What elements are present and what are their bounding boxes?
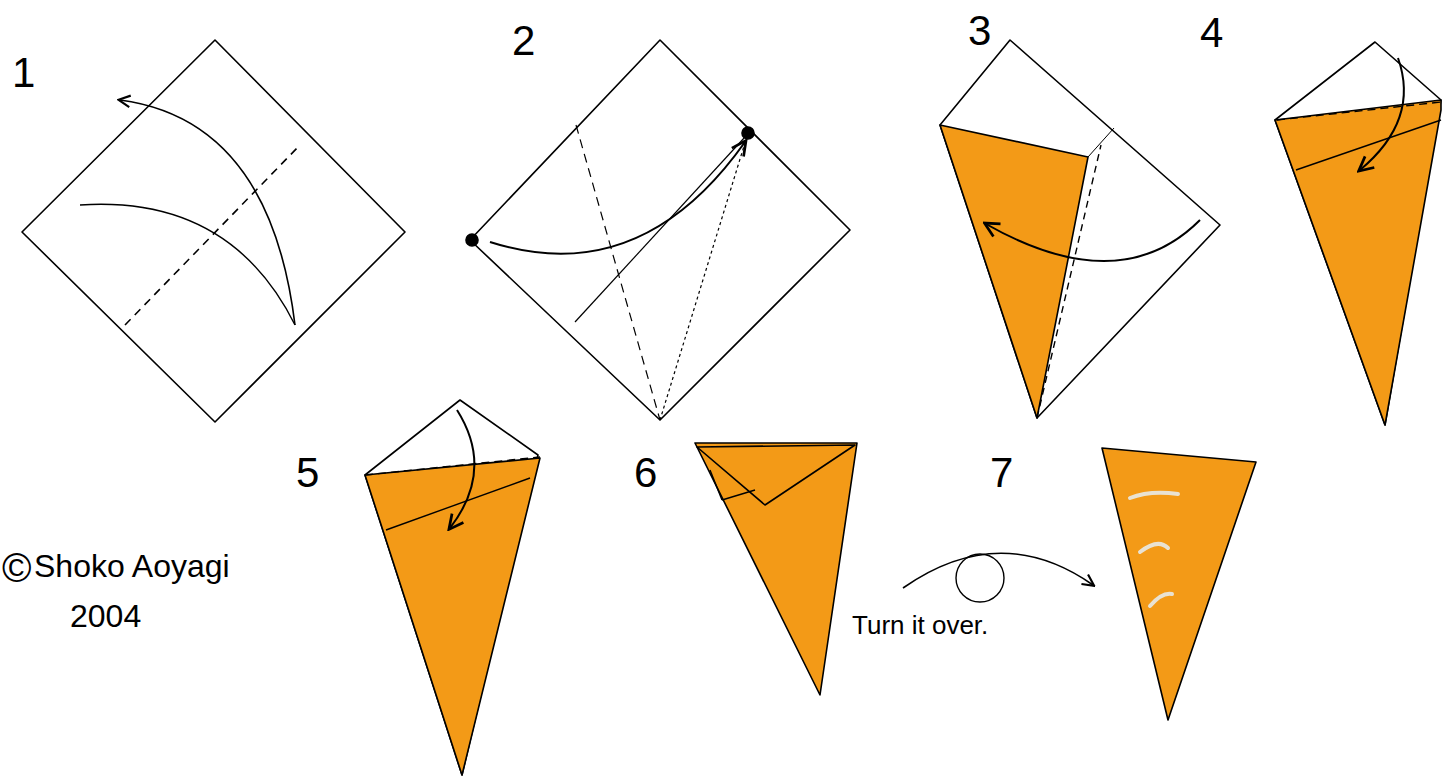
copyright-mark: ©	[2, 548, 31, 588]
turn-over-symbol	[903, 553, 1093, 602]
step-6-figure	[695, 443, 857, 695]
step-2-figure	[466, 40, 850, 420]
author-name: Shoko Aoyagi	[34, 550, 230, 582]
step-7-figure	[1102, 448, 1256, 720]
step-number: 2	[512, 20, 535, 62]
step-number: 5	[296, 452, 319, 494]
step-number: 7	[990, 452, 1013, 494]
instruction-text: Turn it over.	[852, 612, 988, 638]
year-text: 2004	[70, 600, 141, 632]
step-number: 4	[1200, 12, 1223, 54]
step-number: 1	[12, 52, 35, 94]
step-3-figure	[940, 40, 1220, 418]
step-5-figure	[365, 400, 540, 775]
step-4-figure	[1275, 42, 1441, 425]
step-number: 6	[634, 452, 657, 494]
step-number: 3	[968, 10, 991, 52]
step-1-figure	[22, 40, 405, 422]
